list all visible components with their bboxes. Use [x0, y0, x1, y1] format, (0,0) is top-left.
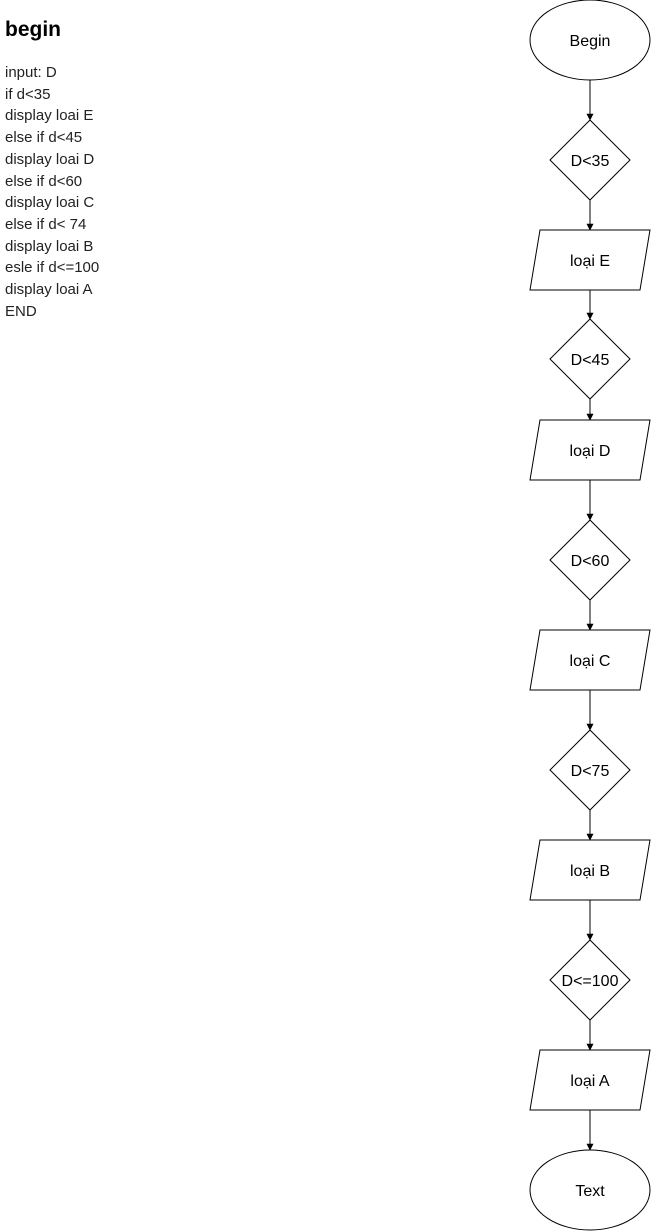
pseudocode-line: if d<35 [5, 85, 51, 103]
io-shape [529, 839, 651, 901]
pseudocode-line: END [5, 302, 37, 320]
flow-node-cond-45: D<45 [549, 318, 631, 400]
flow-node-out-b: loại B [529, 839, 651, 901]
decision-shape [549, 318, 631, 400]
pseudocode-line: display loai D [5, 150, 95, 168]
flow-node-label: D<75 [571, 763, 610, 780]
flow-node-label: loại D [570, 443, 611, 460]
flow-node-label: D<45 [571, 352, 610, 369]
flow-node-start: Begin [529, 0, 651, 81]
pseudocode-line: display loai C [5, 194, 95, 212]
pseudocode-line: display loai B [5, 237, 94, 255]
pseudocode-title: begin [5, 18, 61, 41]
pseudocode-lines: input: D if d<35 display loai E else if … [5, 62, 99, 322]
flow-node-cond-60: D<60 [549, 519, 631, 601]
flow-node-cond-75: D<75 [549, 729, 631, 811]
pseudocode-line: input: D [5, 64, 57, 81]
io-shape [529, 419, 651, 481]
flow-node-label: Text [575, 1183, 605, 1200]
pseudocode-line: display loai A [5, 281, 93, 299]
pseudocode-line: else if d<45 [5, 129, 83, 147]
terminal-shape [529, 1149, 651, 1231]
pseudocode-line: esle if d<=100 [5, 259, 100, 277]
pseudocode-line: display loai E [5, 107, 94, 125]
pseudocode-line: else if d< 74 [5, 215, 87, 233]
flow-node-label: loại E [570, 253, 610, 270]
flow-node-cond-35: D<35 [549, 119, 631, 201]
io-shape [529, 229, 651, 291]
flow-node-end: Text [529, 1149, 651, 1231]
flow-node-label: loại B [570, 863, 610, 880]
io-shape [529, 1049, 651, 1111]
terminal-shape [529, 0, 651, 81]
flow-node-label: loại C [570, 653, 611, 670]
flow-node-label: Begin [570, 33, 611, 50]
decision-shape [549, 519, 631, 601]
flow-node-label: D<=100 [562, 973, 619, 990]
pseudocode-line: else if d<60 [5, 172, 83, 190]
flow-node-out-c: loại C [529, 629, 651, 691]
decision-shape [549, 939, 631, 1021]
flow-node-label: D<35 [571, 153, 610, 170]
flow-node-out-a: loại A [529, 1049, 651, 1111]
decision-shape [549, 729, 631, 811]
flow-node-label: loại A [570, 1073, 609, 1090]
io-shape [529, 629, 651, 691]
flow-node-cond-100: D<=100 [549, 939, 631, 1021]
decision-shape [549, 119, 631, 201]
flow-node-label: D<60 [571, 553, 610, 570]
flow-node-out-d: loại D [529, 419, 651, 481]
flow-node-out-e: loại E [529, 229, 651, 291]
